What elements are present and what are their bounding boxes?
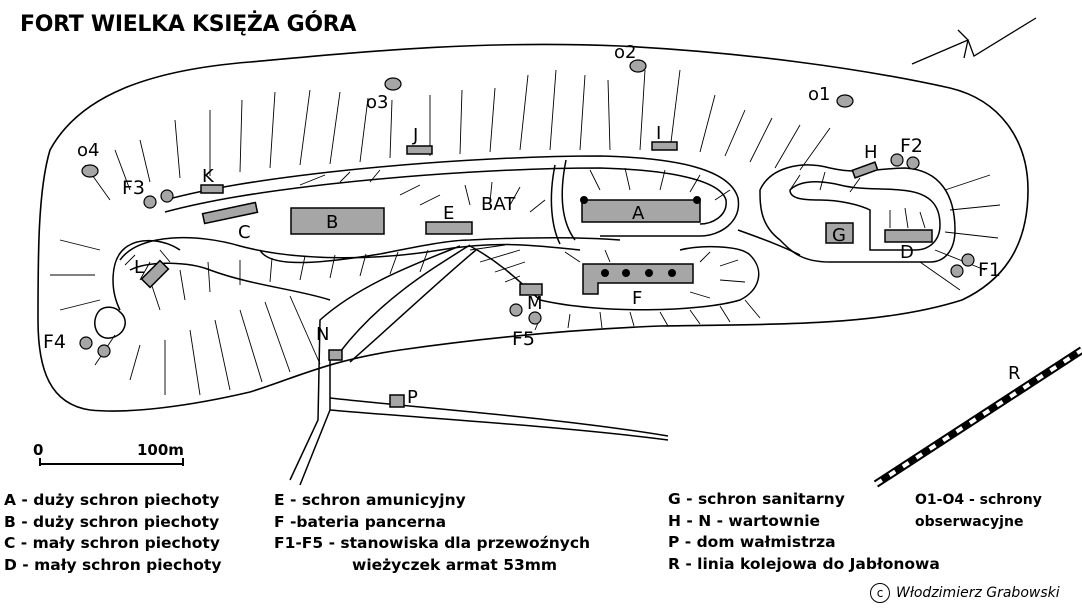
label-e: E <box>443 203 454 224</box>
label-o1: o1 <box>808 84 830 105</box>
label-f1: F1 <box>978 259 1001 281</box>
label-bat: BAT <box>481 194 516 215</box>
railway-line-r <box>873 346 1082 488</box>
turret-f1 <box>950 264 964 278</box>
legend-column-2: E - schron amunicyjny F -bateria pancern… <box>274 490 590 576</box>
turret-f3 <box>143 195 157 209</box>
legend-item: wieżyczek armat 53mm <box>352 555 558 574</box>
building-d <box>884 229 933 243</box>
label-h: H <box>864 142 878 163</box>
label-k: K <box>202 166 215 187</box>
legend-item: D - mały schron piechoty <box>4 555 222 574</box>
building-h <box>851 161 879 179</box>
label-g: G <box>832 225 846 246</box>
label-o4: o4 <box>77 140 99 161</box>
legend-item: B - duży schron piechoty <box>4 512 220 531</box>
legend-column-4: O1-O4 - schrony obserwacyjne <box>915 490 1042 533</box>
label-f5: F5 <box>512 328 535 350</box>
building-b <box>290 207 385 235</box>
building-j <box>406 145 433 155</box>
label-f4: F4 <box>43 331 66 353</box>
legend-item: obserwacyjne <box>915 513 1024 530</box>
fort-outline <box>37 43 1029 412</box>
building-l <box>140 259 170 289</box>
label-b: B <box>326 212 338 233</box>
scale-bar <box>39 458 184 466</box>
north-arrow-icon <box>911 17 1037 65</box>
copyright-author: Włodzimierz Grabowski <box>896 585 1060 601</box>
label-r: R <box>1008 363 1021 384</box>
building-m <box>519 283 543 296</box>
label-f: F <box>632 288 642 309</box>
road-network <box>94 155 956 486</box>
building-p <box>389 394 405 408</box>
building-n <box>328 349 343 361</box>
observation-o1 <box>836 94 854 108</box>
legend-column-3: G - schron sanitarny H - N - wartownie P… <box>668 489 940 575</box>
observation-o4 <box>81 164 99 178</box>
label-f3: F3 <box>122 177 145 199</box>
turret-f2 <box>890 153 904 167</box>
legend-column-1: A - duży schron piechoty B - duży schron… <box>4 490 221 576</box>
observation-o2 <box>629 59 647 73</box>
scale-end-label: 100m <box>137 441 184 459</box>
label-f2: F2 <box>900 135 923 157</box>
legend-item: C - mały schron piechoty <box>4 534 220 552</box>
legend-item: H - N - wartownie <box>668 511 821 530</box>
building-k <box>200 184 224 194</box>
label-o3: o3 <box>366 92 388 113</box>
label-d: D <box>900 242 914 263</box>
building-f <box>582 263 694 295</box>
label-a: A <box>632 203 645 224</box>
turret-positions <box>79 59 975 358</box>
building-g <box>825 222 854 244</box>
copyright-notice: c Włodzimierz Grabowski <box>870 583 1060 603</box>
rampart-hatching <box>50 69 1001 396</box>
building-detail-dots <box>580 196 701 277</box>
observation-o3 <box>384 77 402 91</box>
label-c: C <box>238 222 251 243</box>
legend-item: G - schron sanitarny <box>668 490 845 508</box>
legend-item: E - schron amunicyjny <box>274 491 466 509</box>
fort-buildings <box>140 141 933 408</box>
label-j: J <box>412 125 418 146</box>
building-c <box>201 201 259 225</box>
label-l: L <box>134 257 144 278</box>
scale-start-label: 0 <box>33 441 44 459</box>
building-e <box>425 221 473 235</box>
legend-item: F -bateria pancerna <box>274 512 447 531</box>
legend-item: F1-F5 - stanowiska dla przewoźnych <box>274 534 591 552</box>
label-i: I <box>656 123 661 144</box>
turret-f4 <box>79 336 93 350</box>
label-p: P <box>407 387 418 408</box>
label-m: M <box>527 293 543 314</box>
map-labels: A B C D E F G H I J K L M N P R BAT F1 F… <box>43 42 1021 408</box>
label-o2: o2 <box>614 42 636 63</box>
legend-item: R - linia kolejowa do Jabłonowa <box>668 554 940 573</box>
legend-item: A - duży schron piechoty <box>4 491 220 509</box>
copyright-icon: c <box>870 583 890 603</box>
map-title: FORT WIELKA KSIĘŻA GÓRA <box>20 12 357 37</box>
label-n: N <box>316 324 329 345</box>
building-a <box>581 199 701 223</box>
building-i <box>651 141 678 151</box>
turret-f5 <box>509 303 523 317</box>
legend-item: O1-O4 - schrony <box>915 492 1042 508</box>
legend-item: P - dom wałmistrza <box>668 533 836 551</box>
